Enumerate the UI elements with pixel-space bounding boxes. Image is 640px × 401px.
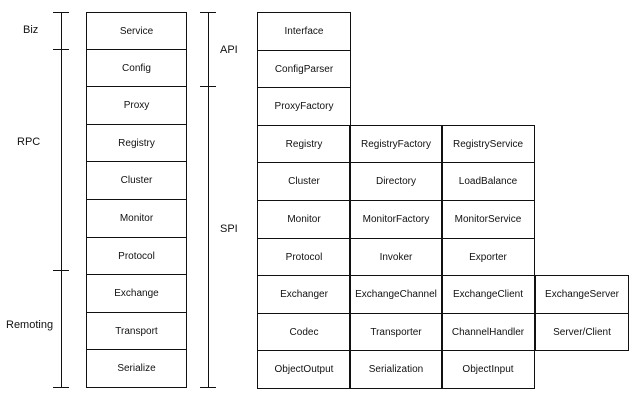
left-bracket-biz-rpc — [53, 49, 69, 50]
component-transporter: Transporter — [349, 313, 443, 351]
component-registryservice: RegistryService — [441, 125, 535, 163]
component-protocol: Protocol — [257, 238, 351, 276]
side-label-rpc: RPC — [17, 136, 41, 148]
side-label-biz: Biz — [23, 24, 39, 36]
component-exchangeserver: ExchangeServer — [535, 275, 629, 314]
layer-exchange: Exchange — [86, 275, 187, 313]
component-exporter: Exporter — [441, 238, 535, 276]
layer-registry: Registry — [86, 125, 187, 162]
middle-bracket-api-spi — [200, 86, 216, 87]
component-loadbalance: LoadBalance — [441, 162, 535, 201]
layer-transport: Transport — [86, 313, 187, 350]
left-bracket-top — [53, 12, 69, 13]
component-exchangeclient: ExchangeClient — [441, 275, 535, 314]
layer-proxy: Proxy — [86, 87, 187, 125]
left-bracket-vertical — [61, 12, 62, 388]
component-invoker: Invoker — [349, 238, 443, 276]
side-label-remoting: Remoting — [6, 319, 54, 331]
left-bracket-rpc-remoting — [53, 270, 69, 271]
component-exchanger: Exchanger — [257, 275, 351, 314]
middle-bracket-vertical — [208, 12, 209, 388]
middle-bracket-bottom — [200, 387, 216, 388]
component-exchangechannel: ExchangeChannel — [349, 275, 443, 314]
middle-label-api: API — [220, 44, 238, 56]
component-configparser: ConfigParser — [257, 50, 351, 88]
component-serialization: Serialization — [349, 350, 443, 389]
layer-serialize: Serialize — [86, 350, 187, 388]
middle-bracket-top — [200, 12, 216, 13]
component-registry: Registry — [257, 125, 351, 163]
component-monitor: Monitor — [257, 200, 351, 239]
component-monitorfactory: MonitorFactory — [349, 200, 443, 239]
layer-protocol: Protocol — [86, 238, 187, 275]
layer-monitor: Monitor — [86, 200, 187, 238]
component-channelhandler: ChannelHandler — [441, 313, 535, 351]
middle-label-spi: SPI — [220, 223, 238, 235]
component-monitorservice: MonitorService — [441, 200, 535, 239]
component-objectinput: ObjectInput — [441, 350, 535, 389]
component-interface: Interface — [257, 12, 351, 51]
left-bracket-bottom — [53, 387, 69, 388]
component-registryfactory: RegistryFactory — [349, 125, 443, 163]
component-cluster: Cluster — [257, 162, 351, 201]
component-objectoutput: ObjectOutput — [257, 350, 351, 389]
layer-config: Config — [86, 50, 187, 87]
component-directory: Directory — [349, 162, 443, 201]
component-proxyfactory: ProxyFactory — [257, 87, 351, 126]
component-codec: Codec — [257, 313, 351, 351]
layer-cluster: Cluster — [86, 162, 187, 200]
component-server-client: Server/Client — [535, 313, 629, 351]
layer-service: Service — [86, 12, 187, 50]
